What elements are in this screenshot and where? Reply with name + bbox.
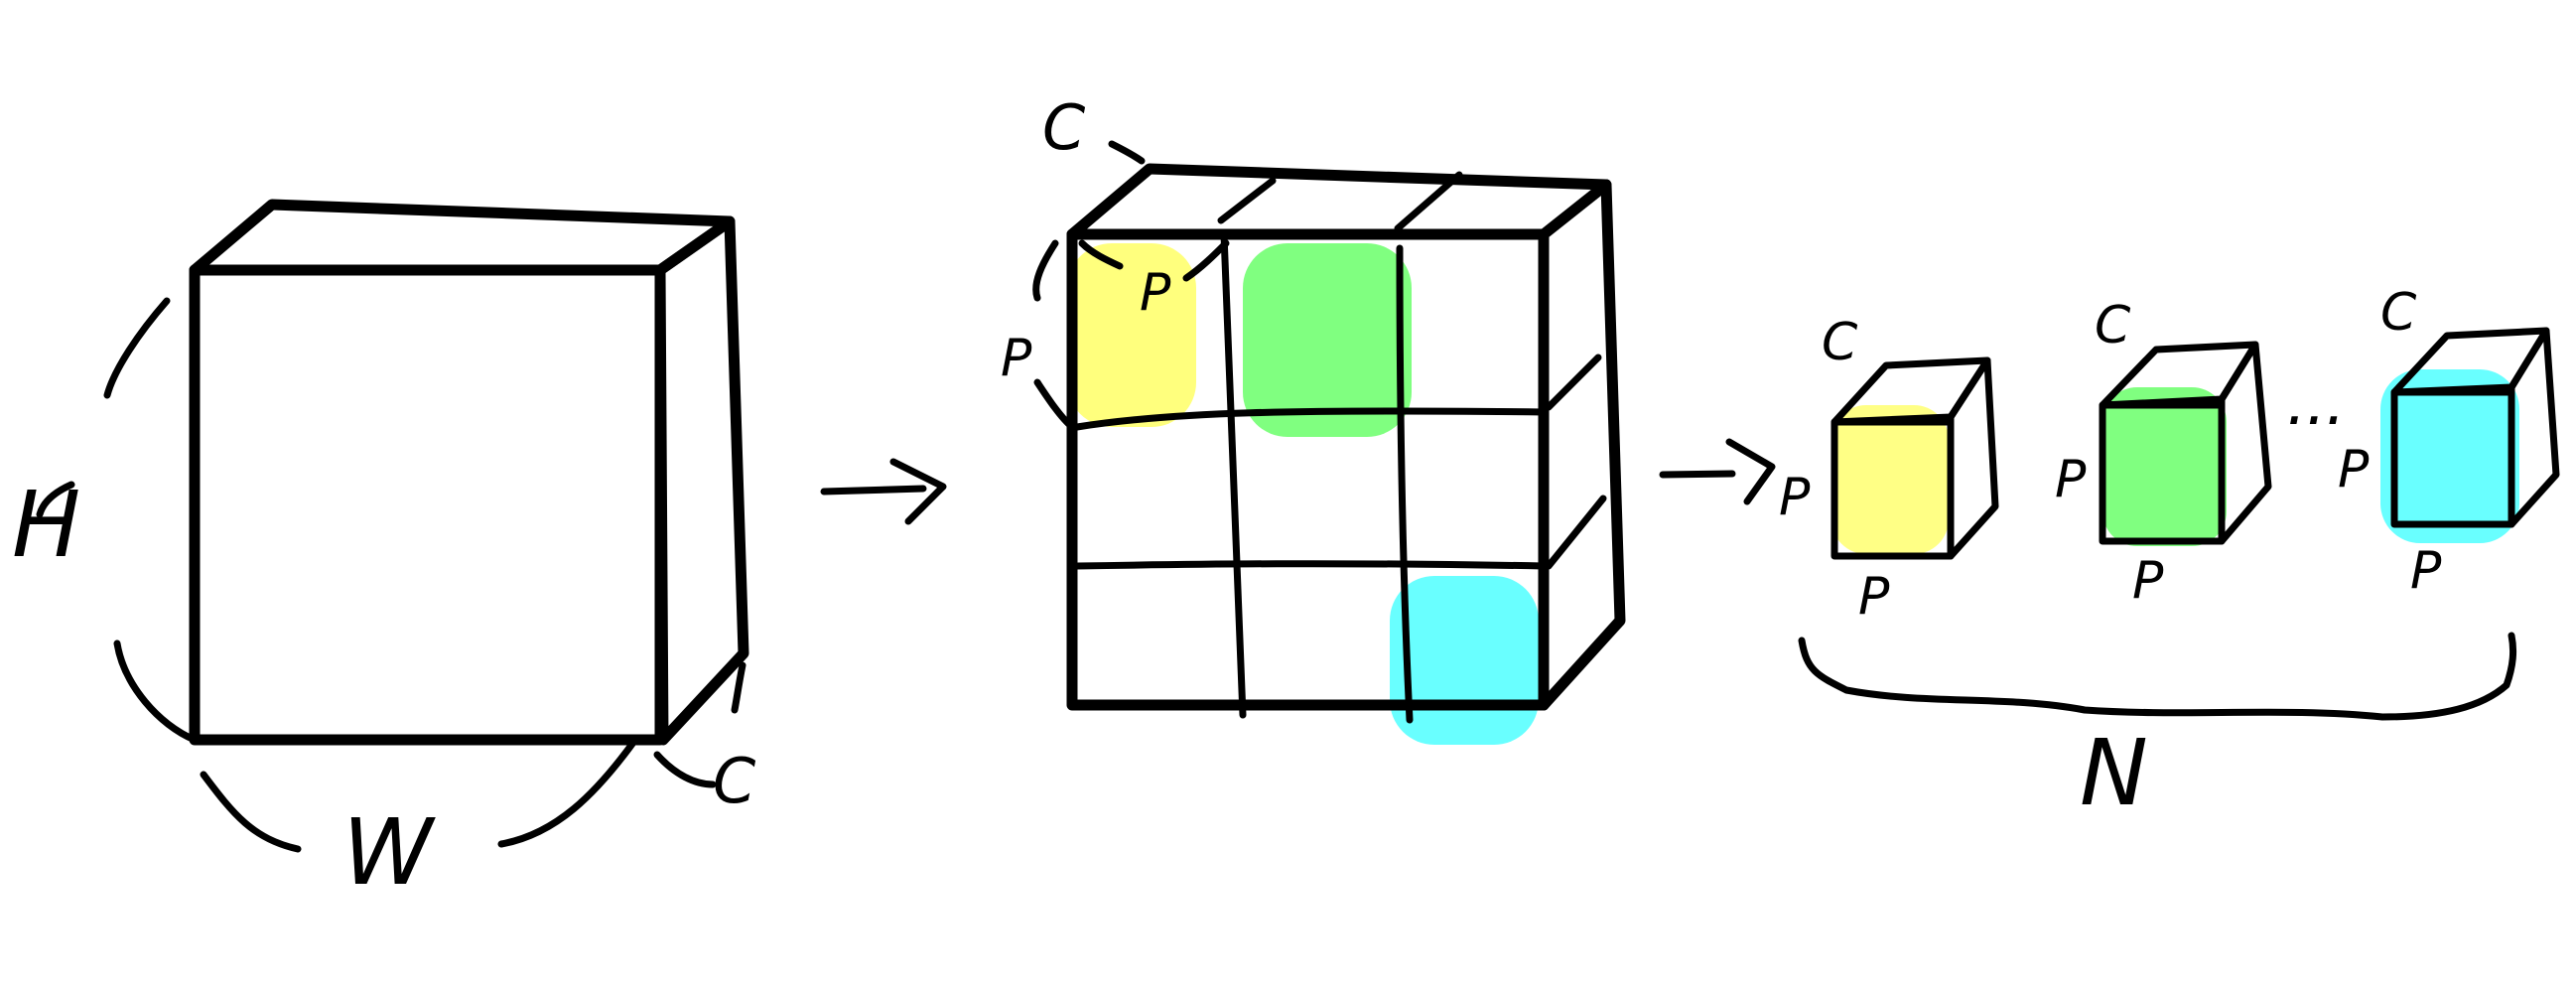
grid-channel-label: C — [1042, 91, 1086, 164]
patch2-patch-label-bottom: P — [2132, 551, 2164, 611]
patch1-patch-label-left: P — [1779, 468, 1811, 527]
patch-cube-cyan — [2380, 327, 2560, 543]
grid-patch-ticks — [1032, 140, 1230, 431]
patch3-patch-label-bottom: P — [2410, 541, 2442, 601]
count-brace — [1798, 632, 2517, 721]
height-label: H — [12, 472, 80, 578]
arrow-2 — [1659, 438, 1776, 505]
width-label: W — [342, 799, 436, 906]
count-label: N — [2080, 720, 2148, 826]
patches-ellipsis: ··· — [2283, 384, 2342, 457]
patch2-channel-label: C — [2095, 296, 2131, 355]
input-volume — [189, 199, 749, 746]
width-brace — [200, 736, 639, 853]
grid-patch-label-top: P — [1140, 263, 1171, 323]
patch2-patch-label-left: P — [2055, 450, 2087, 509]
grid-patch-label-left: P — [1001, 329, 1032, 388]
channel-brace — [653, 661, 746, 788]
arrow-1 — [820, 458, 947, 525]
patch1-patch-label-bottom: P — [1858, 567, 1890, 627]
patch3-channel-label: C — [2380, 283, 2417, 343]
highlight-yellow — [1067, 243, 1196, 427]
patch3-patch-label-left: P — [2338, 440, 2370, 499]
patch-cube-green — [2099, 341, 2272, 546]
channel-label: C — [713, 745, 756, 817]
height-brace — [36, 297, 199, 744]
patch-cube-yellow — [1830, 356, 1999, 560]
patch1-channel-label: C — [1822, 313, 1858, 372]
patch-grid — [1066, 163, 1626, 745]
highlight-green — [1243, 243, 1412, 437]
